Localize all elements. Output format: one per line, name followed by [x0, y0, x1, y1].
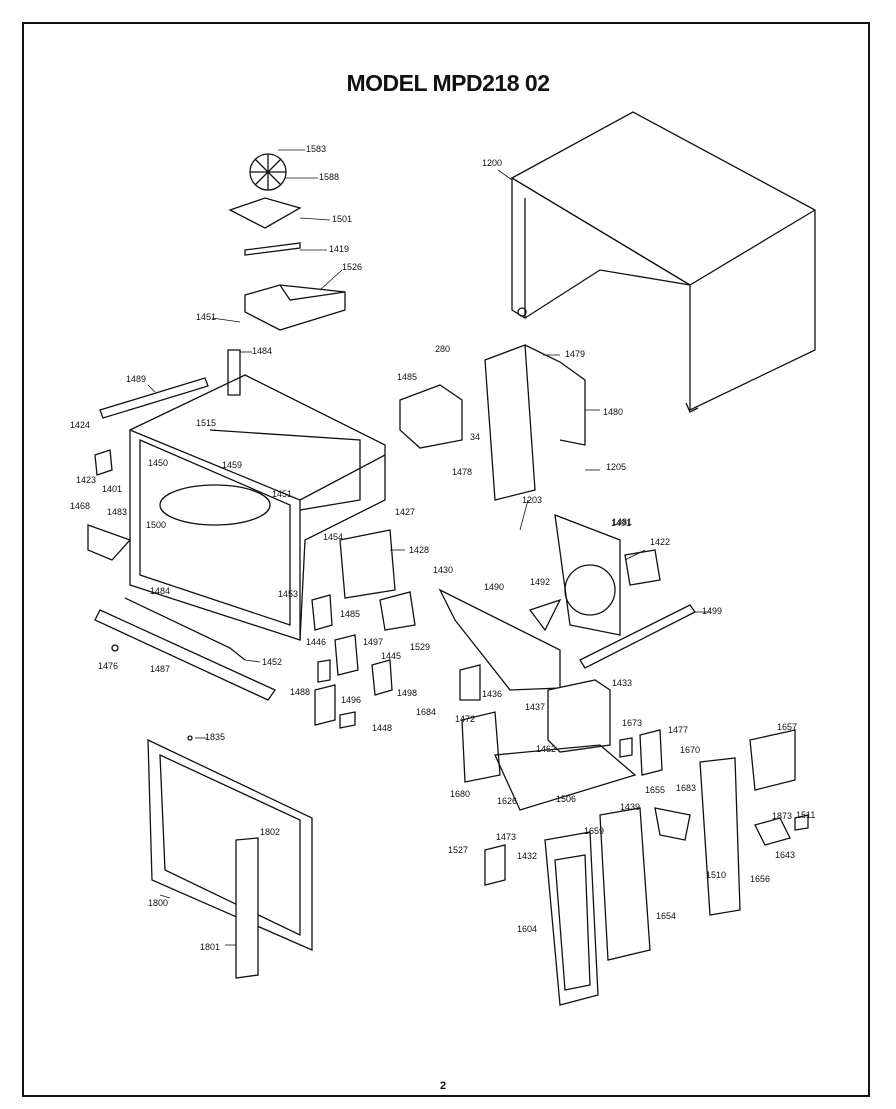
- part-label-1583: 1583: [306, 144, 326, 154]
- part-label-1500: 1500: [146, 520, 166, 530]
- page-number: 2: [440, 1080, 447, 1092]
- part-label-1654: 1654: [656, 911, 676, 921]
- part-label-1485: 1485: [340, 609, 360, 619]
- part-label-1436: 1436: [482, 689, 502, 699]
- part-label-1680: 1680: [450, 789, 470, 799]
- part-label-1454: 1454: [323, 532, 343, 542]
- part-label-1801: 1801: [200, 942, 220, 952]
- part-label-1588: 1588: [319, 172, 339, 182]
- part-label-1487: 1487: [150, 664, 170, 674]
- part-label-1511: 1511: [796, 810, 815, 820]
- outer-cabinet: [510, 111, 816, 413]
- part-label-280: 280: [435, 344, 450, 354]
- part-label-1437: 1437: [525, 702, 545, 712]
- part-label-1432: 1432: [517, 851, 537, 861]
- part-label-1655: 1655: [645, 785, 665, 795]
- part-label-1401: 1401: [102, 484, 122, 494]
- part-label-1483: 1483: [107, 507, 127, 517]
- part-label-1427: 1427: [395, 507, 415, 517]
- diagram-title: MODEL MPD218 02: [346, 70, 550, 96]
- part-label-1526: 1526: [342, 262, 362, 272]
- part-label-1446: 1446: [306, 637, 326, 647]
- part-label-1422: 1422: [650, 537, 670, 547]
- part-label-1484: 1484: [150, 586, 170, 596]
- part-label-1515: 1515: [196, 418, 216, 428]
- part-label-1684: 1684: [416, 707, 436, 717]
- part-label-1489: 1489: [126, 374, 146, 384]
- part-label-1477: 1477: [668, 725, 688, 735]
- part-label-1656: 1656: [750, 874, 770, 884]
- part-label-1802: 1802: [260, 827, 280, 837]
- part-label-1491: 1491: [611, 518, 631, 528]
- control-panel-parts: [484, 729, 809, 1006]
- part-number-labels: 1583 1588 1501 1419 1526 1451 1200 1484 1489 280 1…: [70, 144, 815, 952]
- part-label-1497: 1497: [363, 637, 383, 647]
- part-label-1492: 1492: [530, 577, 550, 587]
- part-label-1510: 1510: [706, 870, 726, 880]
- part-label-1473: 1473: [496, 832, 516, 842]
- part-label-1479: 1479: [565, 349, 585, 359]
- door-assembly: [147, 735, 313, 979]
- part-label-1452: 1452: [262, 657, 282, 667]
- part-label-1445: 1445: [381, 651, 401, 661]
- part-label-1451: 1451: [272, 489, 292, 499]
- part-label-1462: 1462: [536, 744, 556, 754]
- part-label-1496: 1496: [341, 695, 361, 705]
- part-label-1480: 1480: [603, 407, 623, 417]
- part-label-1481: 1481: [612, 517, 632, 527]
- part-label-1683: 1683: [676, 783, 696, 793]
- part-label-1453: 1453: [278, 589, 298, 599]
- part-label-1873: 1873: [772, 811, 792, 821]
- part-label-1673: 1673: [622, 718, 642, 728]
- left-brackets: [87, 377, 276, 701]
- oven-cavity: [129, 349, 386, 641]
- part-label-1450: 1450: [148, 458, 168, 468]
- part-label-1527: 1527: [448, 845, 468, 855]
- part-label-1488: 1488: [290, 687, 310, 697]
- part-label-1529: 1529: [410, 642, 430, 652]
- part-label-1501: 1501: [332, 214, 352, 224]
- part-label-1476: 1476: [98, 661, 118, 671]
- part-label-1423: 1423: [76, 475, 96, 485]
- part-label-1468: 1468: [70, 501, 90, 511]
- part-label-1478: 1478: [452, 467, 472, 477]
- part-label-1419: 1419: [329, 244, 349, 254]
- part-label-1499: 1499: [702, 606, 722, 616]
- part-label-1506: 1506: [556, 794, 576, 804]
- part-label-1643: 1643: [775, 850, 795, 860]
- part-label-1626: 1626: [497, 796, 517, 806]
- part-label-1472: 1472: [455, 714, 475, 724]
- part-label-1659: 1659: [584, 826, 604, 836]
- part-label-1484: 1484: [252, 346, 272, 356]
- part-label-1430: 1430: [433, 565, 453, 575]
- part-label-1451: 1451: [196, 312, 216, 322]
- center-components: [311, 344, 696, 811]
- part-label-1485: 1485: [397, 372, 417, 382]
- part-label-1459: 1459: [222, 460, 242, 470]
- part-label-1424: 1424: [70, 420, 90, 430]
- part-label-1800: 1800: [148, 898, 168, 908]
- part-label-1604: 1604: [517, 924, 537, 934]
- part-label-1657: 1657: [777, 722, 797, 732]
- leader-lines: [147, 149, 710, 946]
- part-label-1200: 1200: [482, 158, 502, 168]
- part-label-1670: 1670: [680, 745, 700, 755]
- part-label-1490: 1490: [484, 582, 504, 592]
- part-label-1205: 1205: [606, 462, 626, 472]
- part-label-1433: 1433: [612, 678, 632, 688]
- part-label-34: 34: [470, 432, 480, 442]
- part-label-1448: 1448: [372, 723, 392, 733]
- part-label-1203: 1203: [522, 495, 542, 505]
- part-label-1498: 1498: [397, 688, 417, 698]
- stirrer-assembly: [228, 153, 346, 331]
- part-label-1428: 1428: [409, 545, 429, 555]
- part-label-1835: 1835: [205, 732, 225, 742]
- part-label-1439: 1439: [620, 802, 640, 812]
